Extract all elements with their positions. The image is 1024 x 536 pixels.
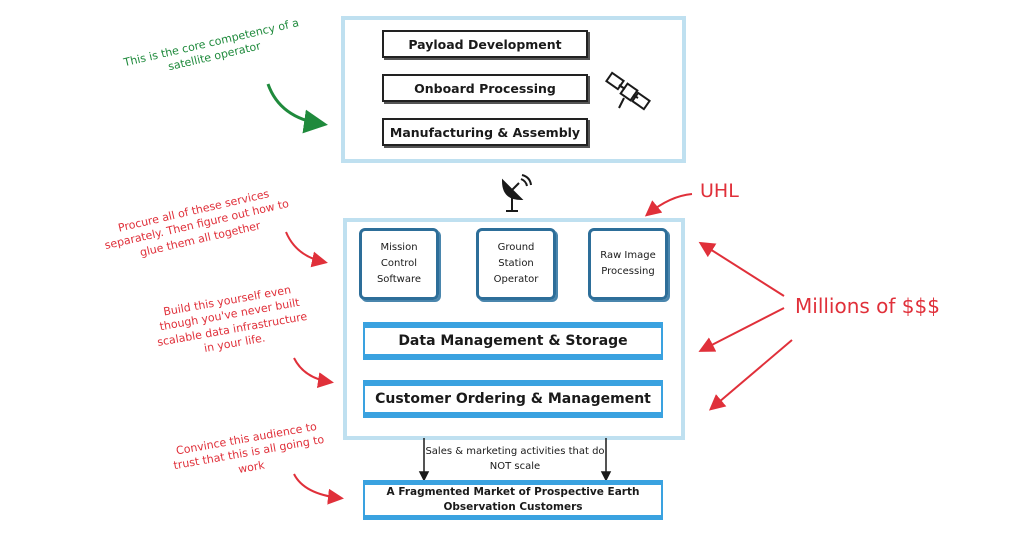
payload-development-box: Payload Development [382, 30, 588, 58]
satellite-icon [605, 71, 651, 111]
procure-arrow [285, 231, 328, 268]
millions-arrow-mid [698, 307, 785, 352]
millions-label: Millions of $$$ [795, 294, 940, 318]
uhl-arrow [644, 193, 693, 217]
millions-arrow-down [708, 339, 793, 411]
manufacturing-assembly-box: Manufacturing & Assembly [382, 118, 588, 146]
onboard-processing-box: Onboard Processing [382, 74, 588, 102]
build-arrow [293, 357, 334, 389]
sales-arrows [418, 438, 612, 482]
fragmented-market-box: A Fragmented Market of Prospective Earth… [363, 480, 663, 520]
raw-image-processing-box: Raw Image Processing [588, 228, 668, 300]
data-management-storage-box: Data Management & Storage [363, 322, 663, 360]
sales-marketing-note: Sales & marketing activities that do NOT… [425, 446, 605, 472]
core-arrow [266, 83, 328, 134]
satellite-dish-icon [501, 174, 532, 212]
mission-control-software-box: Mission Control Software [359, 228, 439, 300]
customer-ordering-management-box: Customer Ordering & Management [363, 380, 663, 418]
ground-station-operator-box: Ground Station Operator [476, 228, 556, 300]
convince-arrow [293, 473, 344, 505]
uhl-label: UHL [700, 180, 739, 202]
millions-arrow-up [698, 241, 785, 297]
